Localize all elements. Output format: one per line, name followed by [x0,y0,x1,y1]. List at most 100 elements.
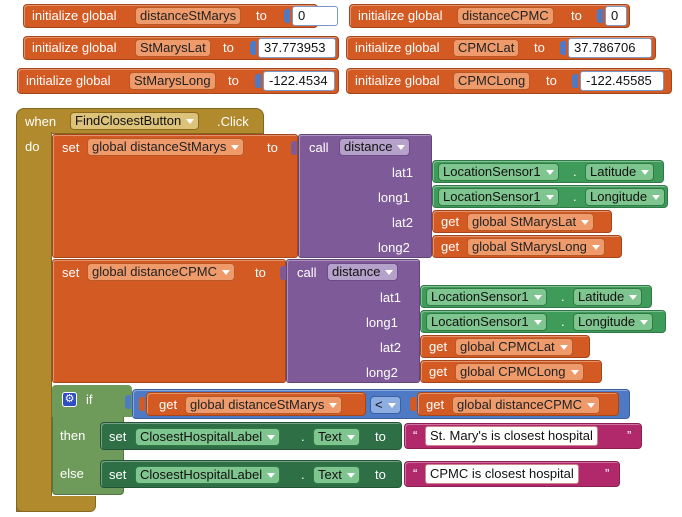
left-operand-socket [139,397,145,411]
variable-dropdown[interactable]: global StMarysLong [467,238,605,256]
get-CPMCLong-block[interactable]: get global CPMCLong [420,360,602,383]
global-name-field[interactable]: StMarysLat [135,39,211,57]
variable-dropdown[interactable]: global distanceStMarys [185,396,343,414]
call-keyword: call [297,265,317,280]
dot-separator: . [301,429,305,444]
global-name-field[interactable]: distanceStMarys [135,7,242,25]
gear-icon[interactable]: ⚙ [62,392,77,407]
then-keyword: then [60,428,86,443]
value-socket [572,74,578,88]
procedure-dropdown[interactable]: distance [327,263,399,281]
to-label: to [375,467,386,482]
init-global-distanceCPMC-block[interactable]: initialize global distanceCPMC to 0 [349,4,630,28]
param-lat2: lat2 [392,215,413,230]
get-keyword: get [441,239,460,254]
init-global-keyword: initialize global [32,8,117,23]
number-field[interactable]: 0 [605,6,627,26]
get-keyword: get [159,397,178,412]
init-global-CPMCLat-block[interactable]: initialize global CPMCLat to 37.786706 [346,36,656,60]
to-label: to [534,40,545,55]
get-distanceStMarys-block[interactable]: get global distanceStMarys [146,392,366,416]
set-label-text-then-block[interactable]: set ClosestHospitalLabel . Text to [100,422,402,450]
variable-dropdown[interactable]: global CPMCLong [455,363,584,381]
dot-separator: . [301,467,305,482]
global-name-field[interactable]: CPMCLong [453,72,531,90]
param-long1: long1 [366,315,398,330]
component-dropdown[interactable]: LocationSensor1 [426,288,547,306]
number-field[interactable]: -122.4534 [263,71,335,91]
get-StMarysLong-block[interactable]: get global StMarysLong [432,235,622,258]
variable-dropdown[interactable]: global CPMCLat [455,338,573,356]
init-global-keyword: initialize global [355,73,440,88]
text-string-then-block[interactable]: “ St. Mary's is closest hospital ” [404,423,642,449]
property-dropdown[interactable]: Text [313,466,360,484]
dot-separator: . [573,164,577,179]
property-dropdown[interactable]: Latitude [573,288,643,306]
get-CPMCLat-block[interactable]: get global CPMCLat [420,335,590,358]
set-keyword: set [109,467,127,482]
component-dropdown[interactable]: LocationSensor1 [426,313,547,331]
property-dropdown[interactable]: Text [313,428,360,446]
component-dropdown[interactable]: ClosestHospitalLabel [135,466,281,484]
component-dropdown[interactable]: ClosestHospitalLabel [135,428,281,446]
variable-dropdown[interactable]: global distanceStMarys [87,138,245,156]
to-label: to [228,73,239,88]
get-keyword: get [429,364,448,379]
procedure-dropdown[interactable]: distance [339,138,411,156]
event-bottom-cap [16,496,96,512]
set-label-text-else-block[interactable]: set ClosestHospitalLabel . Text to [100,460,402,488]
init-global-StMarysLong-block[interactable]: initialize global StMarysLong to -122.45… [17,68,339,94]
number-field[interactable]: -122.45585 [580,71,664,91]
init-global-distanceStMarys-block[interactable]: initialize global distanceStMarys to 0 [23,4,338,28]
number-field[interactable]: 37.786706 [568,38,652,58]
to-label: to [375,429,386,444]
number-field[interactable]: 0 [292,6,338,26]
value-socket [597,9,603,23]
text-field[interactable]: CPMC is closest hospital [425,464,579,484]
property-dropdown[interactable]: Longitude [573,313,654,331]
do-keyword: do [25,139,40,154]
location-latitude-getter[interactable]: LocationSensor1 . Latitude [420,285,652,308]
component-dropdown[interactable]: FindClosestButton [70,112,200,130]
to-label: to [256,8,267,23]
text-field[interactable]: St. Mary's is closest hospital [425,426,598,446]
get-distanceCPMC-block[interactable]: get global distanceCPMC [417,392,619,416]
value-socket [280,266,286,280]
location-longitude-getter[interactable]: LocationSensor1 . Longitude [432,185,668,208]
to-label: to [267,140,278,155]
to-label: to [546,73,557,88]
component-dropdown[interactable]: LocationSensor1 [438,188,559,206]
condition-socket [125,395,131,409]
to-label: to [223,40,234,55]
init-global-CPMCLong-block[interactable]: initialize global CPMCLong to -122.45585 [346,68,672,94]
init-global-StMarysLat-block[interactable]: initialize global StMarysLat to 37.77395… [23,36,339,60]
set-keyword: set [62,140,80,155]
property-dropdown[interactable]: Longitude [585,188,666,206]
compare-operator-dropdown[interactable]: < [370,396,401,414]
get-keyword: get [429,339,448,354]
global-name-field[interactable]: distanceCPMC [457,7,554,25]
event-body-rail [16,132,52,512]
quote-close: ” [605,466,610,481]
global-name-field[interactable]: CPMCLat [453,39,520,57]
to-label: to [255,265,266,280]
init-global-keyword: initialize global [355,40,440,55]
quote-close: ” [627,428,632,443]
if-keyword: if [86,392,93,407]
text-string-else-block[interactable]: “ CPMC is closest hospital ” [404,461,620,487]
location-latitude-getter[interactable]: LocationSensor1 . Latitude [432,160,664,183]
value-socket [291,141,297,155]
variable-dropdown[interactable]: global StMarysLat [467,213,595,231]
variable-dropdown[interactable]: global distanceCPMC [452,396,601,414]
component-dropdown[interactable]: LocationSensor1 [438,163,559,181]
global-name-field[interactable]: StMarysLong [129,72,216,90]
param-lat2: lat2 [380,340,401,355]
variable-dropdown[interactable]: global distanceCPMC [87,263,236,281]
when-keyword: when [25,114,57,129]
get-StMarysLat-block[interactable]: get global StMarysLat [432,210,612,233]
set-keyword: set [62,265,80,280]
property-dropdown[interactable]: Latitude [585,163,655,181]
location-longitude-getter[interactable]: LocationSensor1 . Longitude [420,310,666,333]
right-operand-socket [410,397,416,411]
number-field[interactable]: 37.773953 [258,38,336,58]
